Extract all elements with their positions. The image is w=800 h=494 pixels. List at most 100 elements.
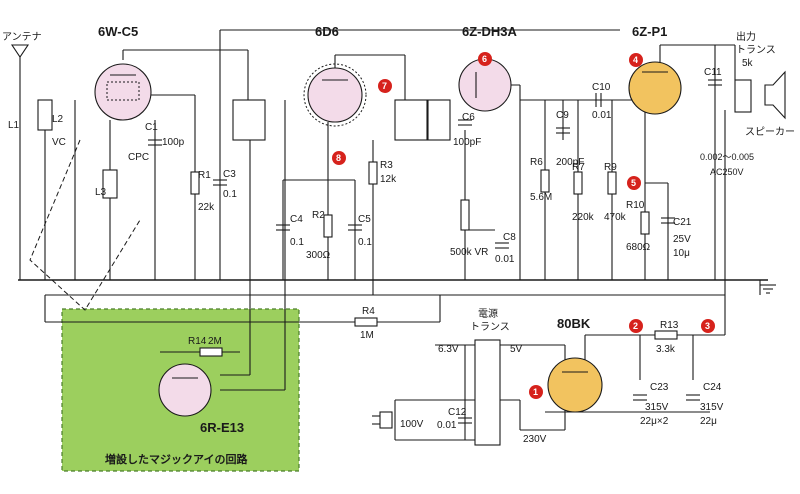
label-r7: R7 — [572, 162, 585, 173]
label-antenna: アンテナ — [2, 31, 42, 43]
label-r3: R3 — [380, 160, 393, 171]
label-c21: C21 — [673, 217, 692, 228]
r6 — [540, 169, 550, 193]
tube-label-6z-p1: 6Z-P1 — [632, 24, 667, 39]
label-c6-val: 100pF — [453, 137, 481, 148]
capacitors — [148, 79, 722, 424]
plug-icon — [372, 411, 393, 429]
label-100v: 100V — [400, 419, 424, 430]
label-r10-val: 680Ω — [626, 242, 651, 253]
tube-80bk — [547, 357, 603, 413]
ift3 — [427, 99, 451, 141]
label-r13: R13 — [660, 320, 679, 331]
label-r2: R2 — [312, 210, 325, 221]
label-cpc: CPC — [128, 152, 149, 163]
badge-1 — [529, 385, 543, 399]
label-c23-v: 315V — [645, 402, 669, 413]
label-c21-v: 25V — [673, 234, 691, 245]
tube-6d6 — [307, 67, 363, 123]
tube-label-6r-e13: 6R-E13 — [200, 420, 244, 435]
label-r1-val: 22k — [198, 202, 215, 213]
label-speaker: スピーカー — [745, 126, 795, 138]
r14 — [199, 347, 223, 357]
badge-7-text: 7 — [382, 81, 387, 91]
ift1 — [232, 99, 266, 141]
label-c11: C11 — [704, 67, 722, 78]
badge-4 — [629, 53, 643, 67]
label-c24-c: 22μ — [700, 416, 717, 427]
badge-6 — [478, 52, 492, 66]
label-6-3v: 6.3V — [438, 344, 459, 355]
green-box-caption: 増設したマジックアイの回路 — [105, 452, 248, 466]
tube-label-6w-c5: 6W-C5 — [98, 24, 138, 39]
label-c6: C6 — [462, 112, 475, 123]
label-l3: L3 — [95, 187, 107, 198]
label-power-trans2: トランス — [470, 321, 510, 333]
label-c12-val: 0.01 — [437, 420, 457, 431]
label-vc: VC — [52, 137, 66, 148]
badge-6-text: 6 — [482, 54, 487, 64]
badge-2-text: 2 — [633, 321, 638, 331]
ant-coil — [37, 99, 53, 131]
tube-label-6z-dh3a: 6Z-DH3A — [462, 24, 518, 39]
label-c21-c: 10μ — [673, 248, 690, 259]
r9 — [607, 171, 617, 195]
power-trans-box — [474, 339, 501, 446]
label-5v: 5V — [510, 344, 523, 355]
label-c11-val: 0.002～0.005 — [700, 152, 754, 162]
label-r2-val: 300Ω — [306, 250, 331, 261]
tube-6r-e13 — [158, 363, 212, 417]
label-vr: 500k VR — [450, 247, 488, 258]
label-c10-val: 0.01 — [592, 110, 612, 121]
badge-4-text: 4 — [633, 55, 638, 65]
badges: 1 2 3 4 5 6 7 8 — [332, 52, 715, 399]
badge-3-text: 3 — [705, 321, 710, 331]
r10 — [640, 211, 650, 235]
tube-6w-c5-grid — [106, 81, 140, 101]
label-power-trans1: 電源 — [478, 307, 498, 320]
label-c4: C4 — [290, 214, 303, 225]
badge-1-text: 1 — [533, 387, 538, 397]
label-r6-val: 5.6M — [530, 192, 552, 203]
tube-6d6-shield — [303, 63, 367, 127]
badge-5 — [627, 176, 641, 190]
ground-symbol — [760, 284, 776, 294]
label-r14: R14 — [188, 336, 207, 347]
label-r13-val: 3.3k — [656, 344, 676, 355]
label-c5: C5 — [358, 214, 371, 225]
badge-3 — [701, 319, 715, 333]
badge-2 — [629, 319, 643, 333]
tube-6w-c5 — [94, 63, 152, 121]
label-out-trans2: トランス — [736, 44, 776, 56]
tube-6z-p1 — [628, 61, 682, 115]
label-r9: R9 — [604, 162, 617, 173]
antenna-icon — [10, 44, 30, 58]
r13 — [654, 330, 678, 340]
ift2 — [394, 99, 428, 141]
badge-8-text: 8 — [336, 153, 341, 163]
label-r14-val: 2M — [208, 336, 222, 347]
label-r4: R4 — [362, 306, 375, 317]
badge-5-text: 5 — [631, 178, 636, 188]
r7 — [573, 171, 583, 195]
out-trans-box — [734, 79, 752, 113]
label-r6: R6 — [530, 157, 543, 168]
badge-8 — [332, 151, 346, 165]
label-l1: L1 — [8, 120, 20, 131]
tube-6z-dh3a — [458, 58, 512, 112]
label-c11-volt: AC250V — [710, 167, 744, 177]
speaker-icon — [764, 70, 786, 120]
label-out-trans: 出力 — [736, 30, 756, 43]
tube-label-6d6: 6D6 — [315, 24, 339, 39]
label-c10: C10 — [592, 82, 611, 93]
label-c3-val: 0.1 — [223, 189, 237, 200]
label-c4-val: 0.1 — [290, 237, 304, 248]
label-c9-val: 200pF — [556, 157, 584, 168]
label-c24: C24 — [703, 382, 722, 393]
label-c12: C12 — [448, 407, 467, 418]
r3 — [368, 161, 378, 185]
badge-7 — [378, 79, 392, 93]
label-c23-c: 22μ×2 — [640, 416, 669, 427]
vr — [460, 199, 470, 231]
label-l2: L2 — [52, 114, 64, 125]
